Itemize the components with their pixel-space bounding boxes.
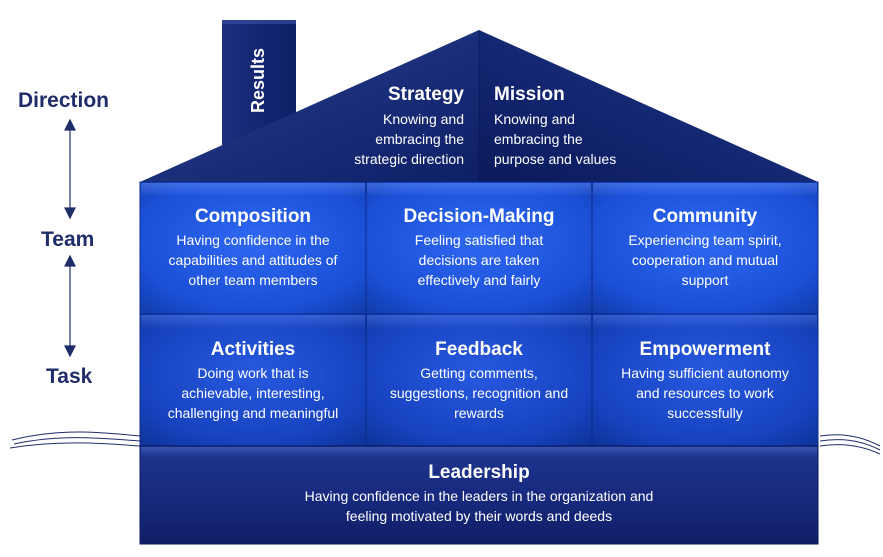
strategy-line: strategic direction xyxy=(354,151,464,167)
mission-block: Mission Knowing and embracing the purpos… xyxy=(494,84,664,169)
empowerment-line: Having sufficient autonomy xyxy=(621,365,789,381)
decision-making-line: Feeling satisfied that xyxy=(414,232,544,248)
team-label: Team xyxy=(41,228,95,251)
leadership-title: Leadership xyxy=(428,462,530,483)
composition-title: Composition xyxy=(194,206,312,227)
activities-line: Doing work that is xyxy=(197,365,309,381)
composition-cell: Composition Having confidence in the cap… xyxy=(140,206,366,290)
community-title: Community xyxy=(652,206,758,227)
composition-line: other team members xyxy=(188,272,318,288)
activities-title: Activities xyxy=(210,339,296,360)
community-line: cooperation and mutual xyxy=(631,252,779,268)
task-label: Task xyxy=(46,365,93,388)
direction-team-arrow xyxy=(64,118,76,220)
strategy-line: embracing the xyxy=(375,131,464,147)
team-row-cells xyxy=(139,181,819,315)
strategy-line: Knowing and xyxy=(383,111,464,127)
empowerment-line: and resources to work xyxy=(636,385,774,401)
mission-line: purpose and values xyxy=(494,151,617,167)
community-line: support xyxy=(681,272,729,288)
strategy-title: Strategy xyxy=(387,84,464,105)
feedback-line: rewards xyxy=(454,405,504,421)
leadership-line: feeling motivated by their words and dee… xyxy=(345,508,613,524)
mission-line: embracing the xyxy=(494,131,583,147)
feedback-line: Getting comments, xyxy=(420,365,538,381)
mission-line: Knowing and xyxy=(494,111,575,127)
roof-right xyxy=(479,30,818,182)
strategy-block: Strategy Knowing and embracing the strat… xyxy=(300,84,464,169)
feedback-line: suggestions, recognition and xyxy=(389,385,569,401)
community-cell: Community Experiencing team spirit, coop… xyxy=(592,206,818,290)
community-line: Experiencing team spirit, xyxy=(628,232,782,248)
composition-line: Having confidence in the xyxy=(176,232,330,248)
empowerment-line: successfully xyxy=(667,405,743,421)
leadership-line: Having confidence in the leaders in the … xyxy=(304,488,654,504)
composition-line: capabilities and attitudes of xyxy=(168,252,338,268)
results-text: Results xyxy=(248,47,269,113)
task-row-cells xyxy=(139,313,819,447)
ground-lines xyxy=(9,431,881,455)
decision-making-cell: Decision-Making Feeling satisfied that d… xyxy=(366,206,592,290)
direction-label: Direction xyxy=(18,89,110,112)
decision-making-line: effectively and fairly xyxy=(417,272,541,288)
feedback-cell: Feedback Getting comments, suggestions, … xyxy=(366,339,592,423)
team-task-arrow xyxy=(64,254,76,358)
empowerment-cell: Empowerment Having sufficient autonomy a… xyxy=(592,339,818,423)
activities-line: challenging and meaningful xyxy=(167,405,339,421)
mission-title: Mission xyxy=(494,84,565,105)
activities-cell: Activities Doing work that is achievable… xyxy=(140,339,366,423)
empowerment-title: Empowerment xyxy=(639,339,771,360)
decision-making-line: decisions are taken xyxy=(418,252,540,268)
feedback-title: Feedback xyxy=(435,339,523,360)
roof-left xyxy=(140,30,479,182)
results-chimney-label: Results xyxy=(224,20,294,140)
activities-line: achievable, interesting, xyxy=(181,385,325,401)
leadership-cell: Leadership Having confidence in the lead… xyxy=(140,462,818,526)
decision-making-title: Decision-Making xyxy=(403,206,555,227)
foundation xyxy=(139,445,819,545)
